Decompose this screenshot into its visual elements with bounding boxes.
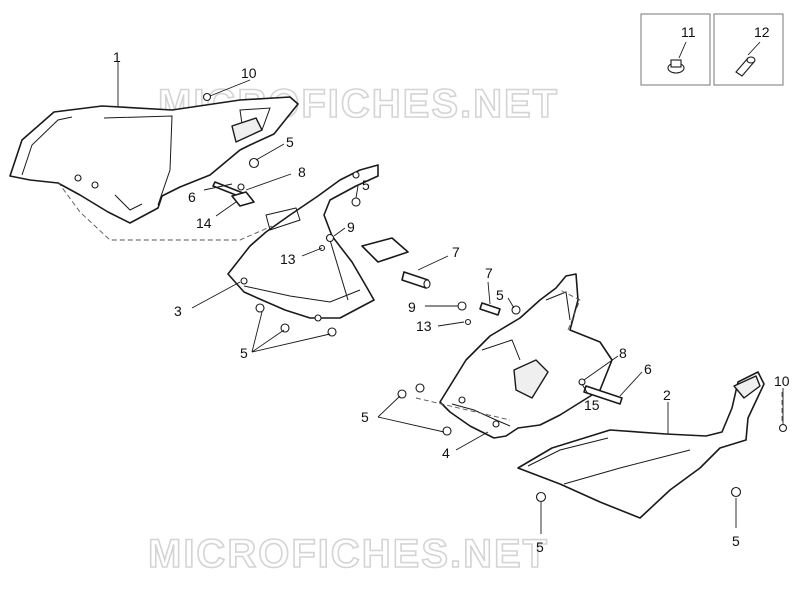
- screw-10-upper: [202, 92, 212, 102]
- callout-5-left: 5: [240, 345, 248, 361]
- callout-6-upper: 6: [188, 189, 196, 205]
- part-3-left-inner-panel: [227, 164, 379, 322]
- callout-8-upper: 8: [298, 164, 306, 180]
- callout-15: 15: [584, 397, 600, 413]
- screw-5-bottom-right: [730, 486, 742, 498]
- screw-5-lower-b: [415, 383, 425, 393]
- callout-1: 1: [113, 49, 121, 65]
- callout-2: 2: [663, 387, 671, 403]
- bracket-14: [231, 191, 255, 207]
- callout-6-lower: 6: [644, 361, 652, 377]
- screw-5-upper-right: [351, 197, 361, 207]
- callout-5-upper: 5: [286, 134, 294, 150]
- screw-5-left-b: [280, 323, 290, 333]
- callout-7-lower: 7: [485, 265, 493, 281]
- bolt-6-lower: [583, 385, 623, 405]
- part-1-upper-fairing: [9, 96, 299, 224]
- callout-7-upper: 7: [452, 244, 460, 260]
- screw-5-bottom-left: [535, 491, 547, 503]
- part-4-lower-center-panel: [439, 273, 613, 439]
- bushing-icon: [735, 56, 756, 77]
- callout-11: 11: [681, 24, 696, 40]
- callout-5-center: 5: [496, 287, 504, 303]
- screw-13-lower: [464, 318, 472, 326]
- callout-9-upper: 9: [347, 219, 355, 235]
- grommet-9-upper: [325, 233, 335, 243]
- callout-12: 12: [754, 24, 770, 40]
- screw-5: [248, 157, 260, 169]
- fasteners: [202, 92, 788, 503]
- callout-8-lower: 8: [619, 345, 627, 361]
- callout-numbers: 1 2 3 4 5 5 5 5 5 5 5 6 6 7 7 8 8 9 9 10…: [113, 49, 790, 555]
- washer-8-upper: [237, 183, 245, 191]
- callout-5-bottom-left: 5: [536, 539, 544, 555]
- callout-13-lower: 13: [416, 318, 432, 334]
- screw-10-lower: [778, 423, 788, 433]
- screw-5-left-c: [327, 327, 337, 337]
- spacer-7-lower: [479, 302, 501, 316]
- callout-10-lower: 10: [774, 373, 790, 389]
- callout-3: 3: [174, 303, 182, 319]
- callout-9-lower: 9: [408, 299, 416, 315]
- callout-5-right: 5: [362, 177, 370, 193]
- legend-box-12: [713, 13, 784, 86]
- legend-box: 11 12: [640, 13, 784, 86]
- callout-4: 4: [442, 445, 450, 461]
- callout-13-upper: 13: [280, 251, 296, 267]
- leader-lines: [117, 62, 784, 534]
- clip-nut-icon: [667, 59, 685, 74]
- callout-10-upper: 10: [241, 65, 257, 81]
- grommet-9-lower: [457, 301, 467, 311]
- part-7-spacer-upper: [361, 237, 431, 289]
- callout-5-bottom-right: 5: [732, 533, 740, 549]
- part-2-lower-fairing: [517, 371, 765, 519]
- callout-5-lower: 5: [361, 409, 369, 425]
- screw-5-left-a: [255, 303, 265, 313]
- callout-14: 14: [196, 215, 212, 231]
- screw-5-lower-c: [442, 426, 452, 436]
- watermark-bottom: MICROFICHES.NET: [148, 532, 549, 576]
- washer-8-lower: [578, 378, 586, 386]
- legend-box-11: [640, 13, 711, 86]
